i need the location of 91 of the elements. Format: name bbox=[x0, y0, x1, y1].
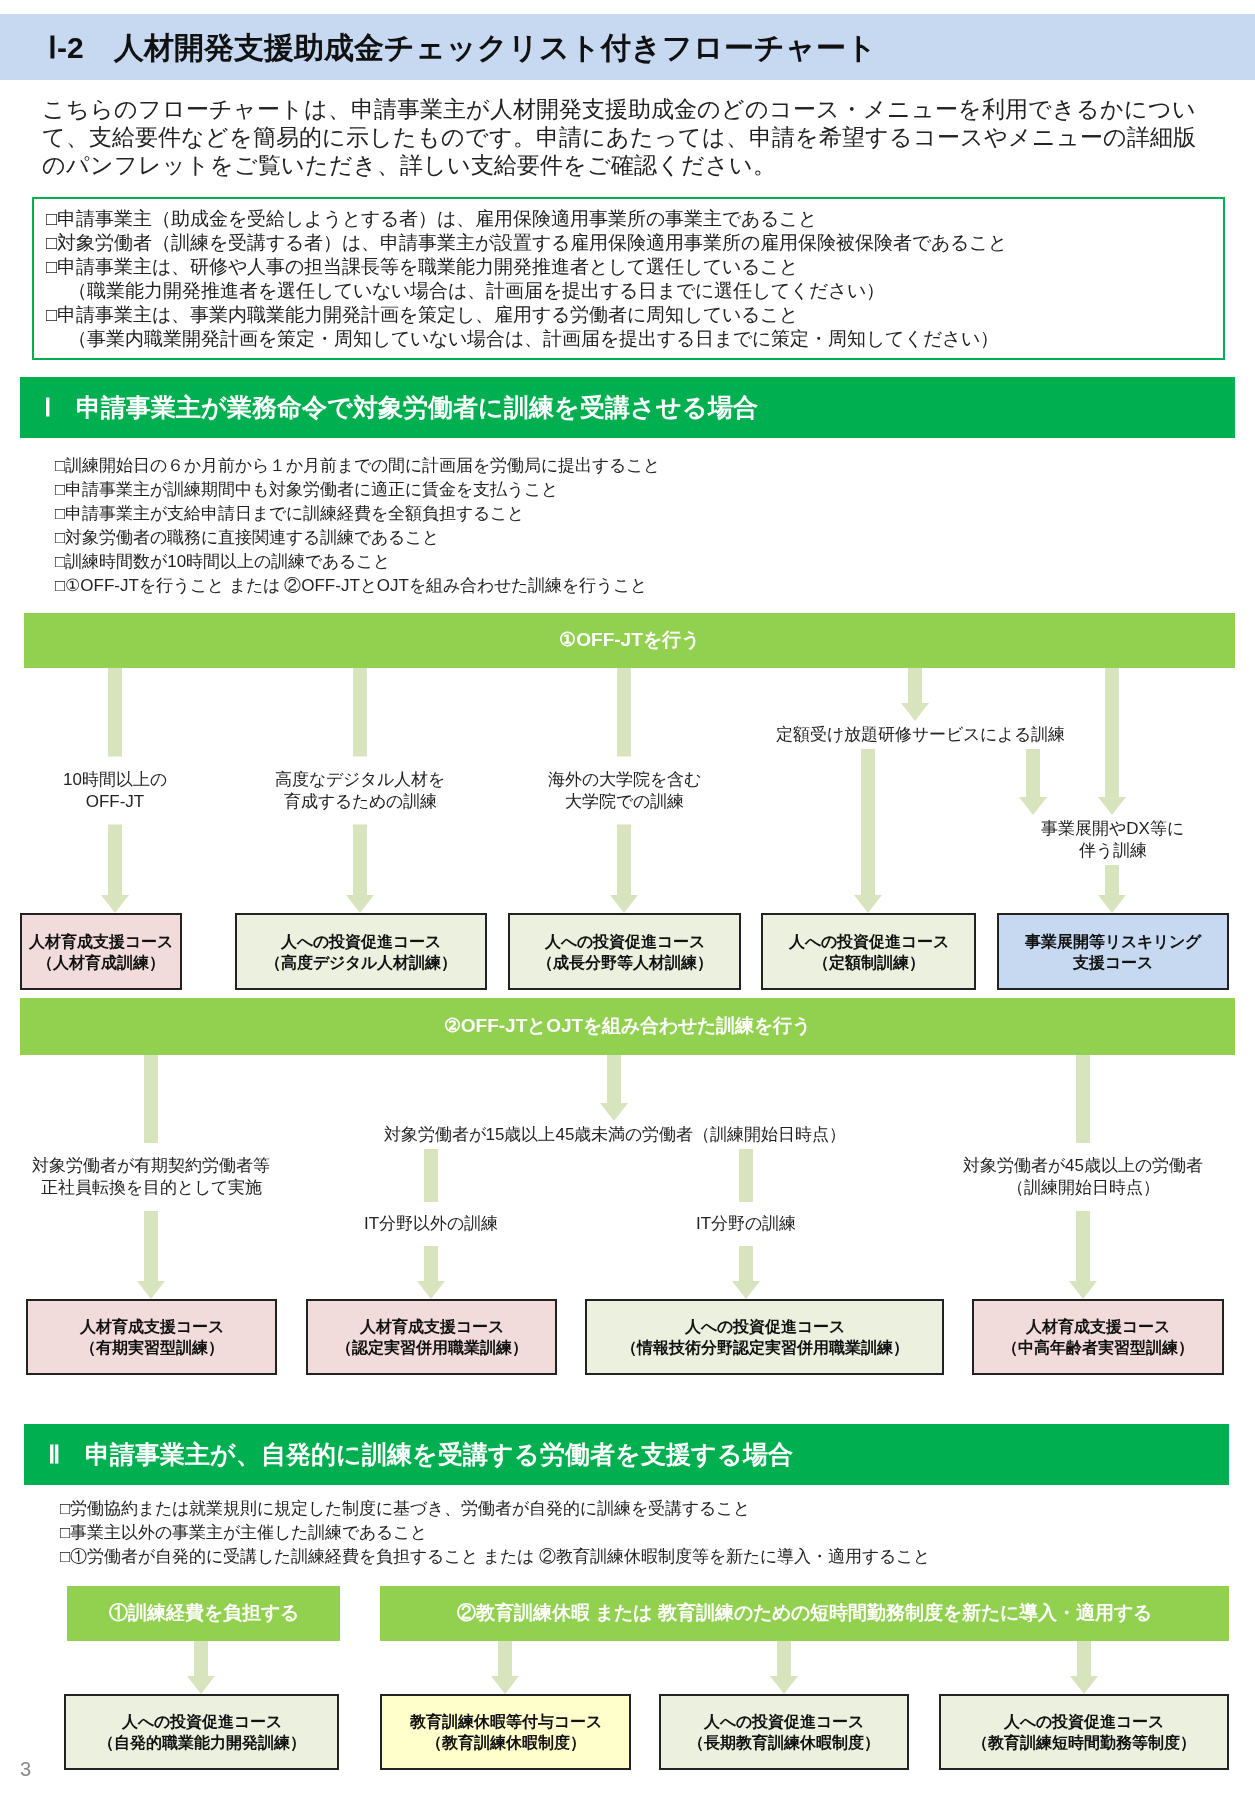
course-box bbox=[235, 913, 487, 990]
edge-label: 海外の大学院を含む大学院での訓練 bbox=[546, 768, 702, 813]
arrow bbox=[732, 1149, 760, 1299]
course-detail: （中高年齢者実習型訓練） bbox=[1002, 1338, 1194, 1358]
course-name: 人への投資促進コース bbox=[544, 931, 705, 952]
condition-text: 定額受け放題研修サービスによる訓練 bbox=[775, 724, 1065, 746]
course-detail: （教育訓練短時間勤務等制度） bbox=[972, 1733, 1196, 1753]
edge-label: IT分野以外の訓練 bbox=[363, 1213, 499, 1235]
checklist-item: □申請事業主が支給申請日までに訓練経費を全額負担すること bbox=[55, 503, 526, 525]
course-name: 人への投資促進コース bbox=[121, 1712, 282, 1732]
course-name: 人への投資促進コース bbox=[1004, 1712, 1164, 1732]
checklist-item: □①労働者が自発的に受講した訓練経費を負担すること または ②教育訓練休暇制度等を新たに導入・適用すること bbox=[60, 1546, 931, 1568]
section-heading: Ⅱ 申請事業主が、自発的に訓練を受講する労働者を支援する場合 bbox=[47, 1438, 793, 1470]
checklist-item: □申請事業主は、研修や人事の担当課長等を職業能力開発推進者として選任していること bbox=[46, 254, 800, 279]
intro-paragraph: こちらのフローチャートは、申請事業主が人材開発支援助成金のどのコース・メニューを利用できるかについて、支給要件などを簡易的に示したものです。申請にあたっては、申請を希望するコースやメニューの詳細版のパンフレットをご覧いただき、詳しい支給要件をご確認ください。 bbox=[42, 96, 1197, 180]
arrow bbox=[187, 1641, 215, 1694]
course-detail: （情報技術分野認定実習併用職業訓練） bbox=[620, 1338, 909, 1358]
course-box bbox=[997, 913, 1229, 990]
condition-text: 対象労働者が15歳以上45歳未満の労働者（訓練開始日時点） bbox=[383, 1124, 847, 1146]
course-name: 教育訓練休暇等付与コース bbox=[409, 1712, 602, 1732]
arrow bbox=[417, 1149, 445, 1299]
checklist-item: □訓練時間数が10時間以上の訓練であること bbox=[55, 551, 392, 573]
course-box bbox=[659, 1694, 909, 1770]
arrow bbox=[1070, 1641, 1098, 1694]
section-heading: Ⅰ 申請事業主が業務命令で対象労働者に訓練を受講させる場合 bbox=[43, 391, 758, 423]
course-name: 人への投資促進コース bbox=[684, 1317, 845, 1337]
edge-label: 対象労働者が45歳以上の労働者（訓練開始日時点） bbox=[963, 1155, 1203, 1199]
course-detail: （教育訓練休暇制度） bbox=[425, 1733, 586, 1753]
arrow bbox=[1098, 668, 1126, 815]
course-detail: （有期実習型訓練） bbox=[79, 1338, 224, 1358]
checklist-item: □対象労働者（訓練を受講する者）は、申請事業主が設置する雇用保険適用事業所の雇用保険被保険者であること bbox=[46, 230, 1009, 255]
checklist-item: □対象労働者の職務に直接関連する訓練であること bbox=[55, 527, 441, 549]
course-detail: （認定実習併用職業訓練） bbox=[335, 1338, 528, 1358]
arrow bbox=[600, 1055, 628, 1121]
course-name: 人への投資促進コース bbox=[788, 931, 949, 952]
arrow bbox=[491, 1641, 519, 1694]
course-detail: （自発的職業能力開発訓練） bbox=[97, 1733, 306, 1753]
course-box bbox=[20, 913, 182, 990]
course-box bbox=[939, 1694, 1229, 1770]
edge-label: 高度なデジタル人材を育成するための訓練 bbox=[274, 768, 446, 813]
arrow bbox=[770, 1641, 798, 1694]
condition-text: 事業展開やDX等に伴う訓練 bbox=[1040, 818, 1185, 862]
course-box bbox=[306, 1299, 557, 1375]
edge-label: 対象労働者が有期契約労働者等正社員転換を目的として実施 bbox=[31, 1155, 271, 1199]
course-name: 人への投資促進コース bbox=[281, 931, 441, 952]
course-box bbox=[761, 913, 976, 990]
checklist-item: □訓練開始日の６か月前から１か月前までの間に計画届を労働局に提出すること bbox=[55, 455, 662, 477]
step-heading: ①OFF-JTを行う bbox=[559, 628, 700, 653]
checklist-item: □申請事業主（助成金を受給しようとする者）は、雇用保険適用事業所の事業主であること bbox=[46, 206, 819, 231]
course-box bbox=[508, 913, 741, 990]
arrow bbox=[901, 668, 929, 721]
section-bar bbox=[20, 377, 1235, 438]
course-detail: （人材育成訓練） bbox=[37, 952, 165, 973]
section-bar bbox=[24, 1424, 1229, 1485]
checklist-item: □①OFF-JTを行うこと または ②OFF-JTとOJTを組み合わせた訓練を行うこと bbox=[55, 575, 648, 597]
edge-label: IT分野の訓練 bbox=[695, 1213, 797, 1235]
checklist-item: □労働協約または就業規則に規定した制度に基づき、労働者が自発的に訓練を受講すること bbox=[60, 1498, 752, 1520]
arrow bbox=[1019, 749, 1047, 815]
course-box bbox=[585, 1299, 944, 1375]
edge-label: 10時間以上の OFF-JT bbox=[62, 768, 168, 813]
course-box bbox=[972, 1299, 1224, 1375]
course-name: 人材育成支援コース bbox=[29, 931, 173, 952]
course-name: 人材育成支援コース bbox=[359, 1317, 504, 1337]
checklist-item: □申請事業主が訓練期間中も対象労働者に適正に賃金を支払うこと bbox=[55, 479, 560, 501]
checklist-item: （職業能力開発推進者を選任していない場合は、計画届を提出する日までに選任してください） bbox=[67, 278, 886, 303]
course-detail: （成長分野等人材訓練） bbox=[536, 952, 713, 973]
checklist-box bbox=[32, 197, 1225, 360]
course-box bbox=[26, 1299, 277, 1375]
course-detail: （定額制訓練） bbox=[812, 952, 925, 973]
checklist-item: □申請事業主は、事業内職業能力開発計画を策定し、雇用する労働者に周知していること bbox=[46, 302, 800, 327]
course-detail: （高度デジタル人材訓練） bbox=[265, 952, 457, 973]
page-number: 3 bbox=[20, 1757, 33, 1782]
step-heading: ②教育訓練休暇 または 教育訓練のための短時間勤務制度を新たに導入・適用する bbox=[457, 1601, 1152, 1626]
course-detail: （長期教育訓練休暇制度） bbox=[688, 1733, 880, 1753]
course-box bbox=[380, 1694, 631, 1770]
checklist-item: □事業主以外の事業主が主催した訓練であること bbox=[60, 1522, 429, 1544]
step-heading: ①訓練経費を負担する bbox=[108, 1601, 299, 1626]
course-name: 人材育成支援コース bbox=[1026, 1317, 1170, 1337]
step-bar bbox=[67, 1586, 340, 1641]
course-name: 人材育成支援コース bbox=[79, 1317, 224, 1337]
step-bar bbox=[20, 998, 1235, 1055]
step-bar bbox=[380, 1586, 1229, 1641]
arrow bbox=[1098, 865, 1126, 913]
step-heading: ②OFF-JTとOJTを組み合わせた訓練を行う bbox=[443, 1014, 812, 1039]
course-name: 事業展開等リスキリング支援コース bbox=[1024, 931, 1203, 973]
step-bar bbox=[24, 613, 1235, 668]
course-name: 人への投資促進コース bbox=[704, 1712, 864, 1732]
course-box bbox=[64, 1694, 339, 1770]
checklist-item: （事業内職業開発計画を策定・周知していない場合は、計画届を提出する日までに策定・周知してください） bbox=[67, 326, 1000, 351]
arrow bbox=[854, 749, 882, 913]
page-title: Ⅰ-2 人材開発支援助成金チェックリスト付きフローチャート bbox=[48, 29, 877, 66]
